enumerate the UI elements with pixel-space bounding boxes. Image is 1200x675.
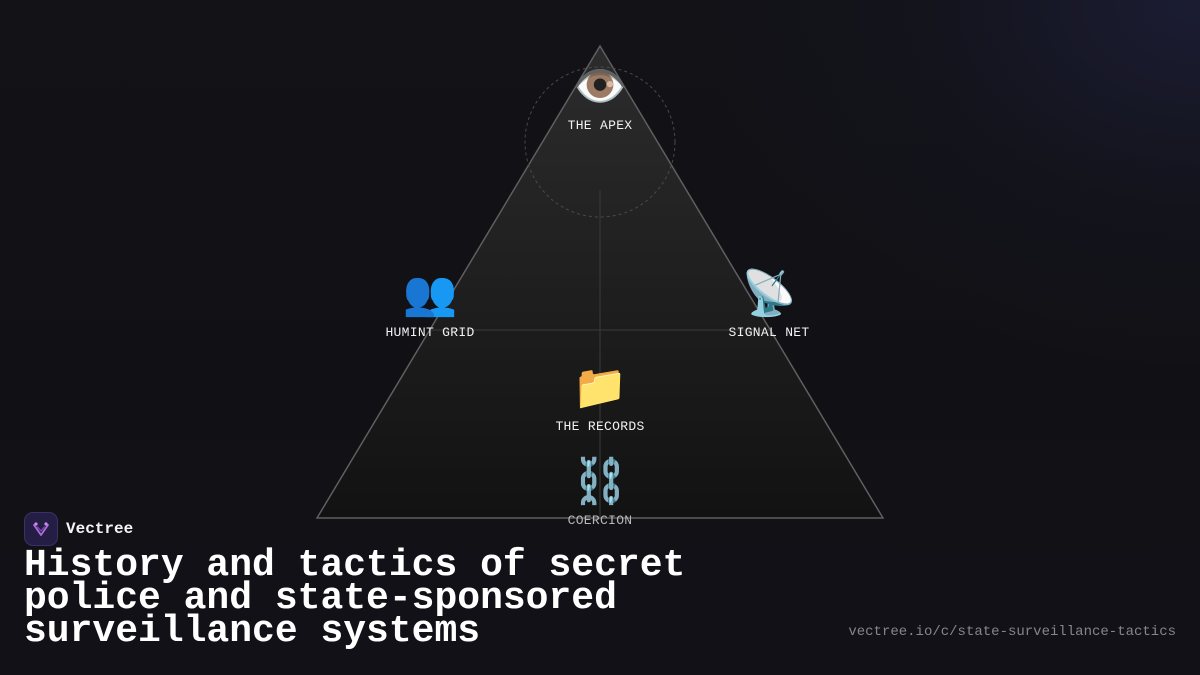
chain-icon: ⛓️: [572, 456, 628, 507]
page-title: History and tactics of secret police and…: [24, 544, 686, 653]
vectree-logo-icon: [24, 512, 58, 546]
brand-name: Vectree: [66, 520, 134, 538]
node-the-records-label: THE RECORDS: [555, 419, 645, 434]
apex-ring: [524, 66, 676, 218]
node-apex-label: THE APEX: [567, 118, 633, 133]
source-url[interactable]: vectree.io/c/state-surveillance-tactics: [848, 624, 1176, 640]
node-coercion-label: COERCION: [567, 513, 633, 528]
node-the-records: 📁 THE RECORDS: [555, 362, 645, 435]
satellite-dish-icon: 📡: [741, 268, 797, 319]
node-apex: 👁️ THE APEX: [567, 61, 633, 134]
folder-icon: 📁: [572, 362, 628, 413]
people-icon: 👥: [402, 268, 458, 319]
eye-icon: 👁️: [572, 61, 628, 112]
node-humint-grid: 👥 HUMINT GRID: [385, 268, 475, 341]
node-humint-grid-label: HUMINT GRID: [385, 325, 475, 340]
node-signal-net-label: SIGNAL NET: [728, 325, 810, 340]
node-signal-net: 📡 SIGNAL NET: [728, 268, 810, 341]
brand[interactable]: Vectree: [24, 512, 133, 546]
node-coercion: ⛓️ COERCION: [567, 456, 633, 529]
